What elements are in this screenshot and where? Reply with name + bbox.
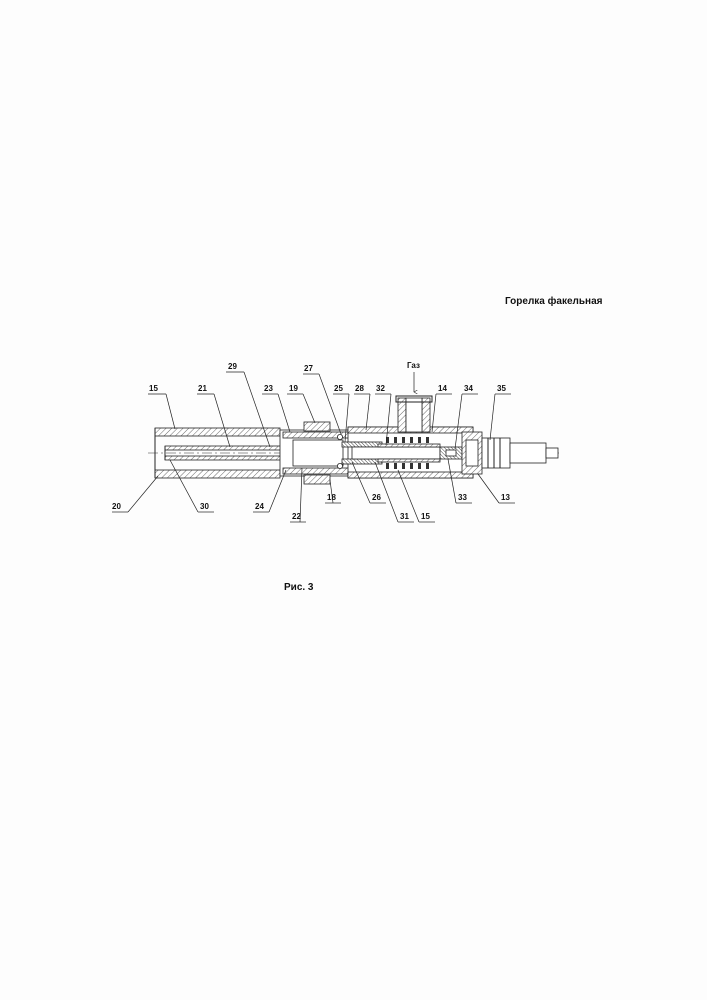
end-cap <box>462 432 482 474</box>
callout-24: 24 <box>255 502 264 511</box>
gas-inlet-fitting <box>396 396 432 432</box>
callout-19: 19 <box>289 384 298 393</box>
callout-31: 31 <box>400 512 409 521</box>
callout-32: 32 <box>376 384 385 393</box>
callout-25: 25 <box>334 384 343 393</box>
callout-23: 23 <box>264 384 273 393</box>
callout-21: 21 <box>198 384 207 393</box>
callout-22: 22 <box>292 512 301 521</box>
gas-label: Газ <box>407 361 420 370</box>
port-hole-upper <box>337 434 342 439</box>
callout-27: 27 <box>304 364 313 373</box>
callout-20: 20 <box>112 502 121 511</box>
callout-18: 18 <box>327 493 336 502</box>
callout-15-top: 15 <box>149 384 158 393</box>
callout-29: 29 <box>228 362 237 371</box>
nozzle-insert <box>342 442 440 464</box>
callout-34: 34 <box>464 384 473 393</box>
spark-plug <box>482 438 558 468</box>
igniter-electrode <box>440 447 462 459</box>
callout-28: 28 <box>355 384 364 393</box>
callout-33: 33 <box>458 493 467 502</box>
callout-15-bottom: 15 <box>421 512 430 521</box>
callout-14: 14 <box>438 384 447 393</box>
callout-35: 35 <box>497 384 506 393</box>
callout-30: 30 <box>200 502 209 511</box>
callout-26: 26 <box>372 493 381 502</box>
figure-caption: Рис. 3 <box>284 582 314 593</box>
callout-13: 13 <box>501 493 510 502</box>
